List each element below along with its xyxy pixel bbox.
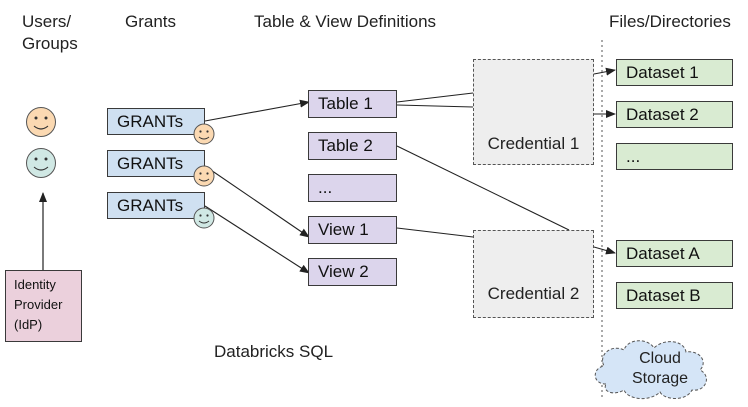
table-box: ... <box>308 174 397 202</box>
table-box: Table 2 <box>308 132 397 160</box>
header-files-directories: Files/Directories <box>609 12 731 31</box>
header-users-groups: Users/ Groups <box>22 12 78 53</box>
cloud-storage-label: Cloud Storage <box>631 350 689 387</box>
identity-provider-box: Identity Provider (IdP) <box>5 270 82 342</box>
table1-to-cred1-line-b <box>396 104 474 108</box>
dataset-box: Dataset B <box>616 282 733 309</box>
grant-box: GRANTs <box>107 108 205 135</box>
view-box: View 2 <box>308 258 397 286</box>
table1-to-cred1-line-a <box>396 92 474 103</box>
dataset-box: Dataset 2 <box>616 101 733 128</box>
grant2-to-view1-arrow <box>204 165 310 238</box>
grant-box: GRANTs <box>107 192 205 219</box>
grant3-to-view2-arrow <box>204 205 310 274</box>
cred2-to-datasetA-arrow <box>593 246 616 255</box>
grant-box: GRANTs <box>107 150 205 177</box>
dataset-box: Dataset 1 <box>616 59 733 86</box>
header-grants: Grants <box>125 12 177 31</box>
table2-to-cred2-line <box>396 145 570 231</box>
table-box: Table 1 <box>308 90 397 118</box>
user-face-icon <box>26 107 56 137</box>
view1-to-cred2-line <box>396 227 474 238</box>
cloud-icon <box>594 340 707 399</box>
group-face-icon <box>26 148 56 178</box>
dataset-box: ... <box>616 143 733 170</box>
grant1-to-table1-arrow <box>204 99 310 122</box>
cred1-to-dataset1-arrow <box>593 67 616 76</box>
credential-label: Credential 2 <box>487 284 580 303</box>
header-table-view-definitions: Table & View Definitions <box>254 12 437 31</box>
dataset-box: Dataset A <box>616 240 733 267</box>
credential-box: Credential 2 <box>473 230 594 318</box>
view-box: View 1 <box>308 216 397 244</box>
credential-box: Credential 1 <box>473 59 594 165</box>
databricks-sql-label: Databricks SQL <box>214 342 334 361</box>
credential-label: Credential 1 <box>487 134 580 153</box>
